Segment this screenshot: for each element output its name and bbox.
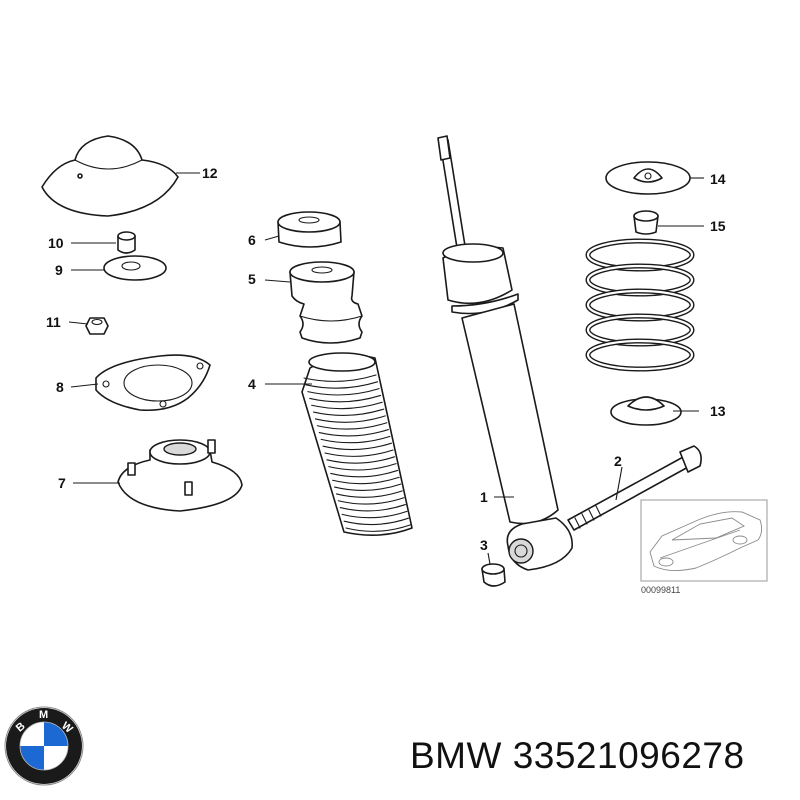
callout-1: 1 [480,489,488,505]
boot-rib [330,469,399,478]
boot-rib [343,517,410,526]
part-15-buffer [633,210,659,235]
boot-rib [311,401,383,410]
logo-letter-m: M [39,709,48,721]
roundel-quadrant [44,722,68,746]
boot-rib [320,435,391,444]
part-number-caption: BMW 33521096278 [410,735,745,776]
boot-rib [307,388,380,396]
part-4-dust-boot [301,352,413,536]
boot-rib [324,449,394,457]
callout-5: 5 [248,271,256,287]
vehicle-locator-inset [640,499,768,582]
spring-coils [585,238,695,372]
part-6-cap [277,211,342,248]
boot-rib [328,463,397,471]
part-3-bushing [481,563,506,587]
boot-rib [318,428,389,437]
boot-rib [322,442,393,451]
coil-spring [585,238,695,372]
callout-7: 7 [58,475,66,491]
part-14-spring-pad [605,161,691,195]
callout-8: 8 [56,379,64,395]
callout-2: 2 [614,453,622,469]
boot-rib [314,415,386,423]
leader-lines [68,172,704,565]
boot-rib [345,524,411,532]
spring-coil-highlight [586,289,694,321]
boot-rib [305,381,379,389]
callout-11: 11 [46,314,61,330]
boot-rib [337,497,405,505]
bmw-roundel-quadrants [20,722,68,770]
boot-rib [316,422,388,430]
part-10-bushing [117,231,136,254]
dust-boot-ribs [303,374,411,532]
roundel-quadrant [44,746,68,770]
part-5-bump-stop [289,261,363,344]
part-9-washer [103,255,167,281]
boot-rib [341,510,408,519]
part-2-bolt [567,445,702,531]
callout-9: 9 [55,262,63,278]
roundel-quadrant [20,722,44,746]
part-12-dome-cover [41,135,179,217]
bmw-logo: B M W [4,706,84,786]
callout-3: 3 [480,537,488,553]
roundel-quadrant [20,746,44,770]
callout-13: 13 [710,403,726,419]
boot-rib [335,490,403,498]
boot-rib [333,483,402,491]
callout-10: 10 [48,235,64,251]
boot-rib [332,476,400,485]
spring-coil-highlight [586,264,694,296]
boot-rib [339,503,406,512]
part-11-nut [85,317,109,335]
spring-coil-highlight [586,339,694,371]
spring-coil-highlight [586,314,694,346]
callout-15: 15 [710,218,726,234]
part-7-strut-mount [117,439,243,512]
boot-rib [303,374,377,382]
callout-labels: 1 2 3 4 5 6 7 8 9 10 11 12 13 14 15 [46,165,726,553]
callout-4: 4 [248,376,256,392]
callout-6: 6 [248,232,256,248]
car-outline [649,511,763,571]
part-13-spring-pad [610,396,682,426]
diagram-reference-code: 00099811 [641,585,681,595]
callout-12: 12 [202,165,218,181]
spring-coil-highlight [586,239,694,271]
boot-rib [312,408,385,416]
part-1-shock-absorber [437,135,573,571]
boot-rib [326,456,396,464]
boot-rib [309,394,382,403]
callout-14: 14 [710,171,726,187]
part-8-gasket [95,354,211,412]
